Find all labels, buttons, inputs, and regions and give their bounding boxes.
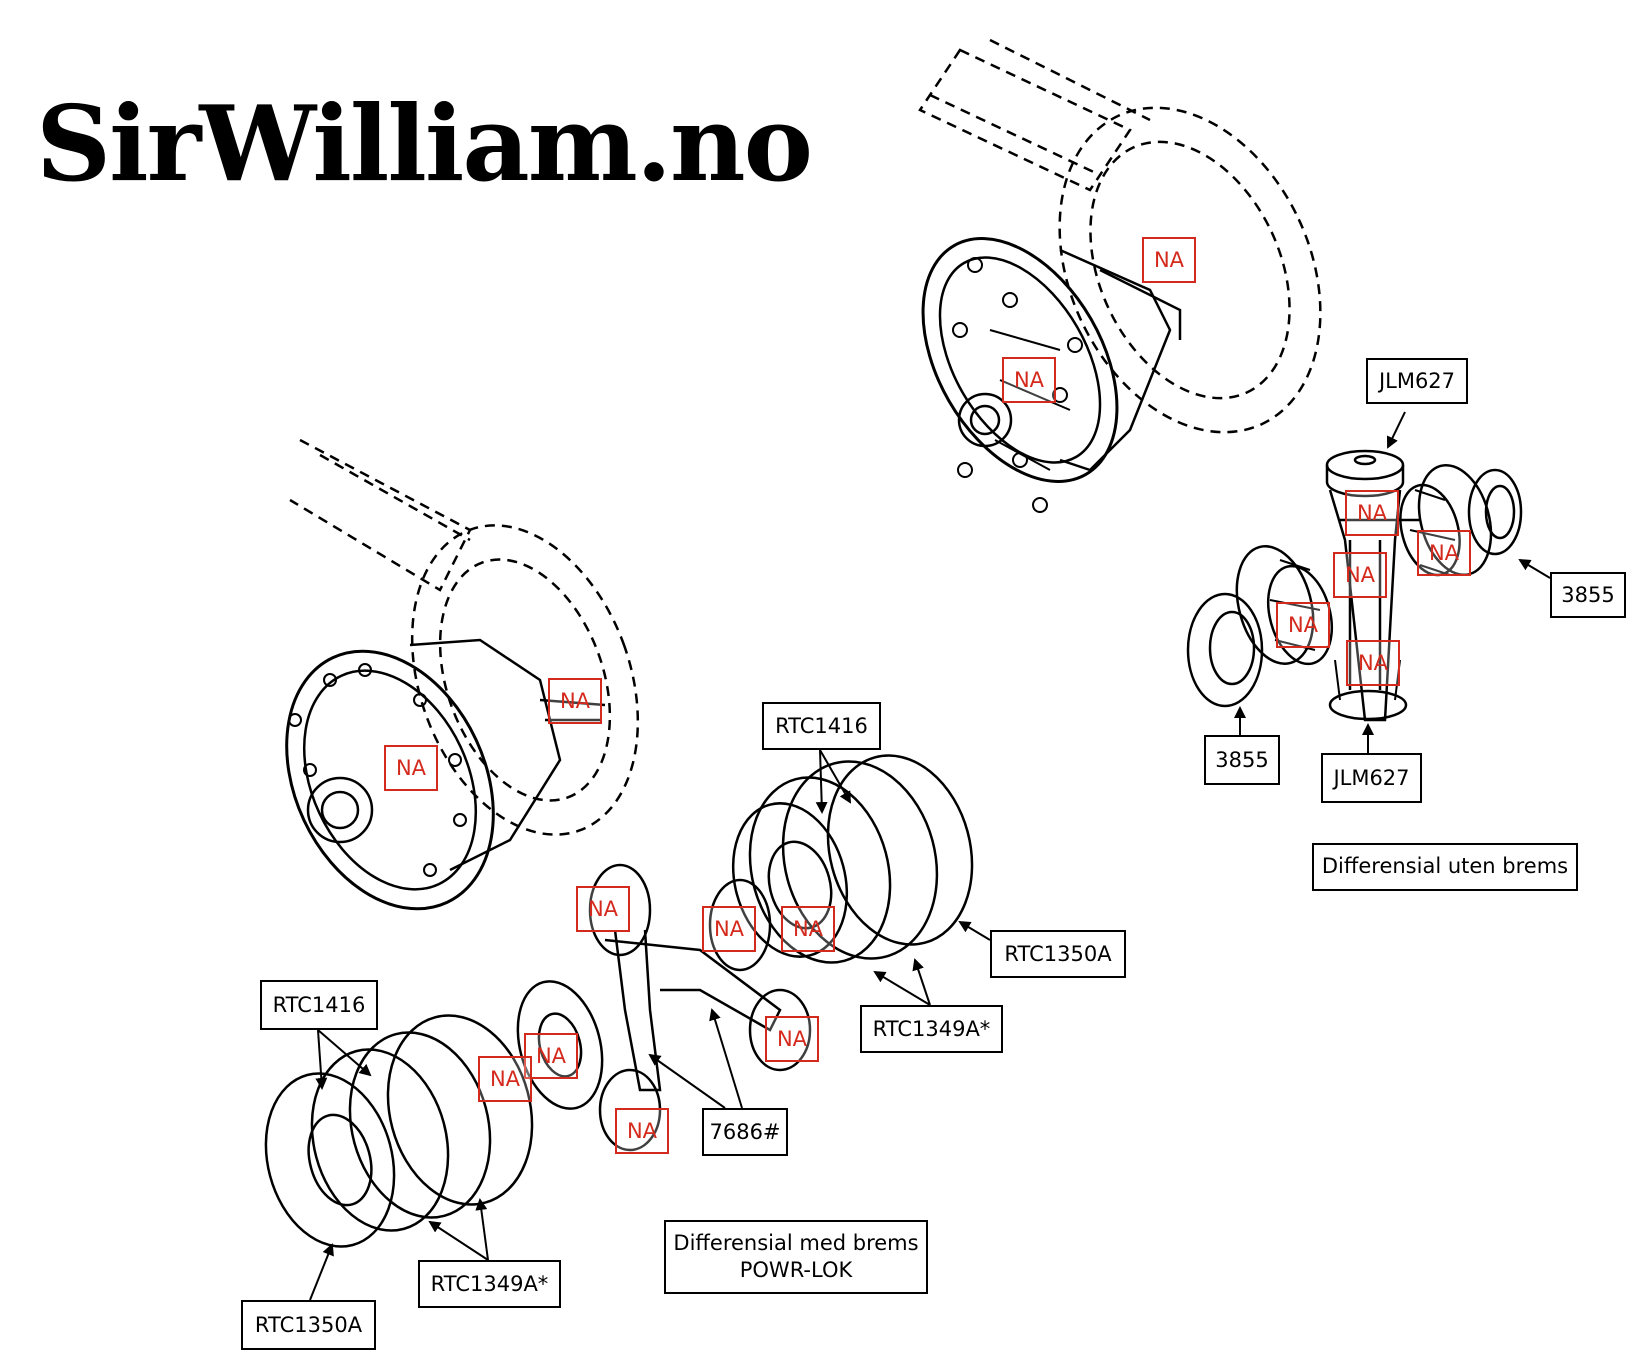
na-marker: NA — [576, 886, 630, 932]
na-marker: NA — [1276, 602, 1330, 648]
part-label-3855: 3855 — [1550, 572, 1626, 618]
part-label-rtc1349a: RTC1349A* — [418, 1260, 561, 1308]
site-logo: SirWilliam.no — [36, 82, 813, 205]
caption-text: Differensial uten brems — [1321, 854, 1569, 879]
part-label-rtc1350a: RTC1350A — [990, 930, 1126, 978]
na-marker: NA — [524, 1033, 578, 1079]
part-label-rtc1416: RTC1416 — [762, 702, 881, 750]
part-label-rtc1350a: RTC1350A — [241, 1300, 376, 1350]
na-marker: NA — [1346, 640, 1400, 686]
na-marker: NA — [548, 678, 602, 724]
part-label-3855: 3855 — [1204, 735, 1280, 785]
lower-dashed-shaft — [289, 438, 640, 836]
na-marker: NA — [384, 745, 438, 791]
na-marker: NA — [615, 1108, 669, 1154]
na-marker: NA — [1345, 490, 1399, 536]
caption-differential-with-brake: Differensial med brems POWR-LOK — [664, 1220, 928, 1294]
upper-dashed-shaft — [918, 38, 1322, 434]
part-label-jlm627: JLM627 — [1366, 358, 1468, 404]
caption-line-1: Differensial med brems — [673, 1230, 919, 1255]
lower-differential-drawing — [264, 438, 974, 1248]
part-label-rtc1416: RTC1416 — [260, 980, 378, 1030]
caption-line-2: POWR-LOK — [739, 1258, 853, 1282]
na-marker: NA — [1333, 552, 1387, 598]
na-marker: NA — [1002, 357, 1056, 403]
leader-arrows — [309, 411, 1551, 1301]
na-marker: NA — [1417, 530, 1471, 576]
na-marker: NA — [765, 1016, 819, 1062]
part-label-7686: 7686# — [702, 1108, 788, 1156]
na-marker: NA — [781, 906, 835, 952]
upper-differential-drawing — [918, 38, 1523, 722]
caption-differential-without-brake: Differensial uten brems — [1312, 843, 1578, 891]
na-marker: NA — [478, 1056, 532, 1102]
part-label-jlm627: JLM627 — [1321, 753, 1422, 803]
na-marker: NA — [702, 906, 756, 952]
na-marker: NA — [1142, 237, 1196, 283]
part-label-rtc1349a: RTC1349A* — [860, 1005, 1003, 1053]
